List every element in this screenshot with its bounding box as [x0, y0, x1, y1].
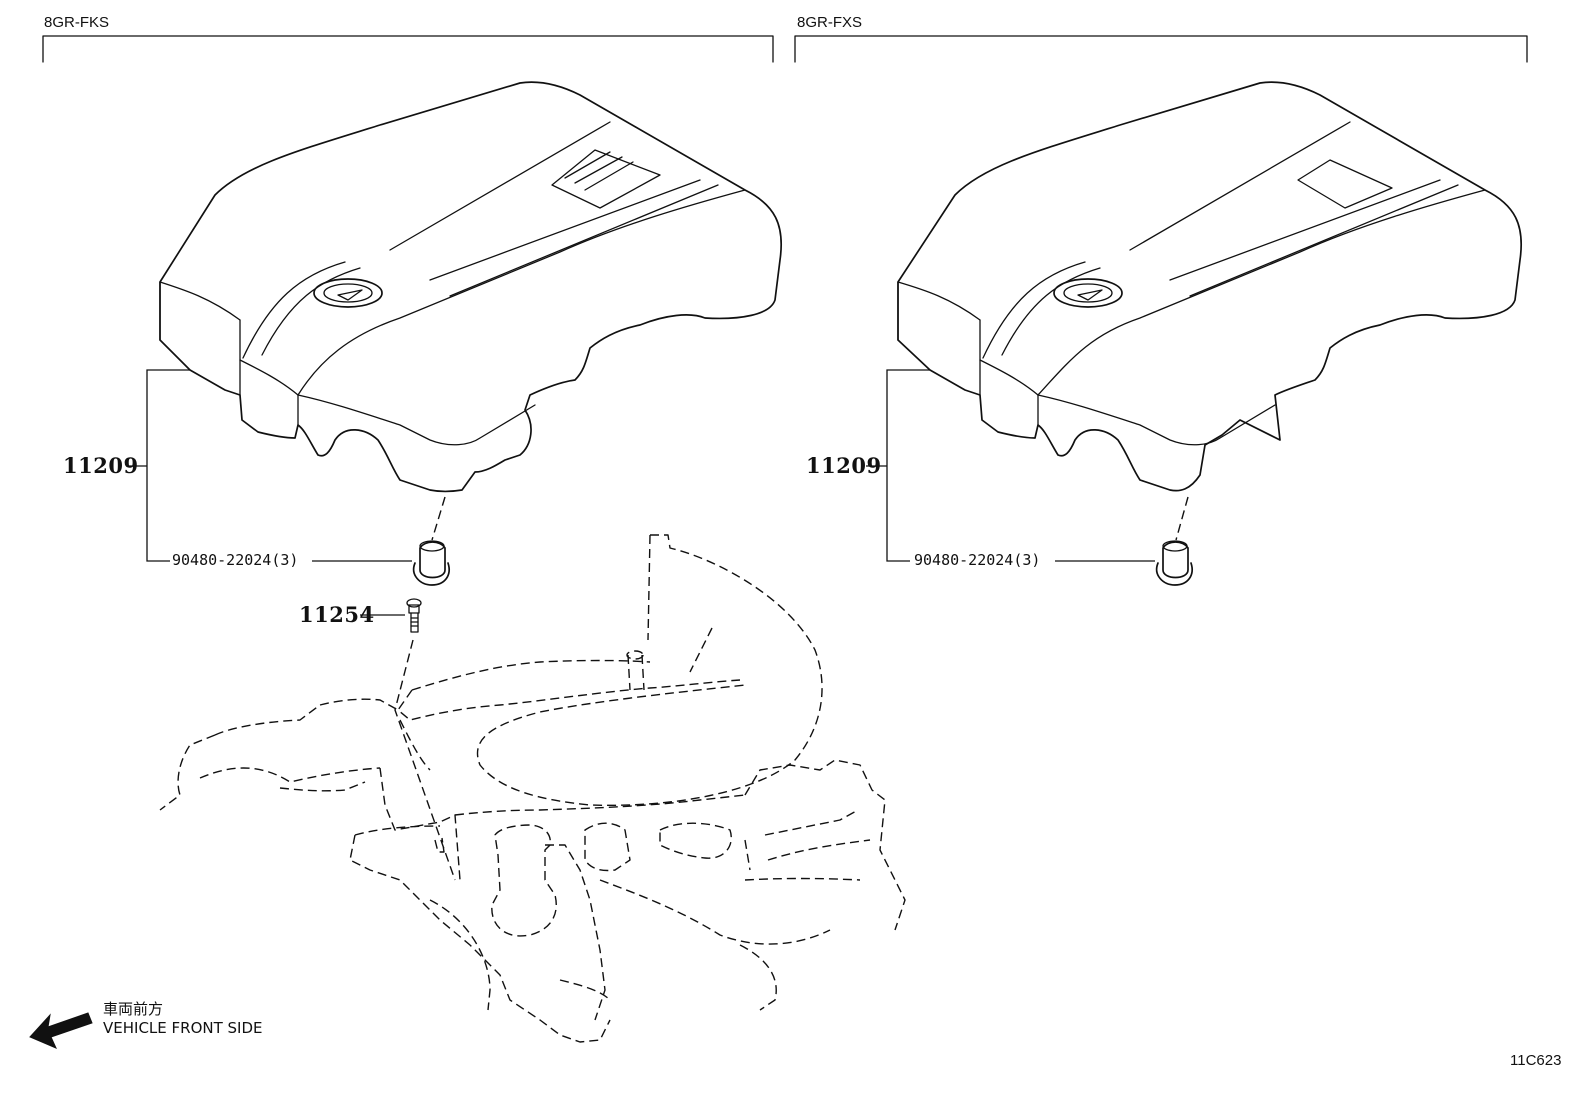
grommet-left [412, 540, 450, 586]
engine-cover-left [159, 81, 783, 493]
engine-block-phantom [159, 534, 906, 1043]
figure-code: 11C623 [1510, 1052, 1562, 1069]
variant-label-left: 8GR-FKS [44, 14, 110, 31]
variant-bracket-right [794, 35, 1528, 63]
fit-line-right-cover [1175, 496, 1189, 541]
grommet-right [1155, 540, 1193, 586]
part-number-left-stud: 11254 [299, 602, 375, 627]
leader-lines-left [126, 369, 412, 616]
leader-lines-right [866, 369, 1155, 562]
arrow-left-filled-icon [29, 1012, 93, 1049]
front-label-english: VEHICLE FRONT SIDE [103, 1019, 263, 1037]
fit-line-left-stud [394, 639, 456, 881]
front-label-japanese: 車両前方 [103, 1000, 164, 1018]
part-number-left-grommet: 90480-22024(3) [172, 551, 299, 569]
part-number-right-grommet: 90480-22024(3) [914, 551, 1041, 569]
part-number-left-cover: 11209 [63, 453, 139, 478]
part-number-right-cover: 11209 [806, 453, 882, 478]
variant-bracket-left [42, 35, 774, 63]
variant-label-right: 8GR-FXS [797, 14, 863, 31]
engine-cover-right [897, 81, 1523, 492]
fit-line-left-cover [431, 496, 446, 541]
stud-bolt-left [406, 598, 422, 633]
